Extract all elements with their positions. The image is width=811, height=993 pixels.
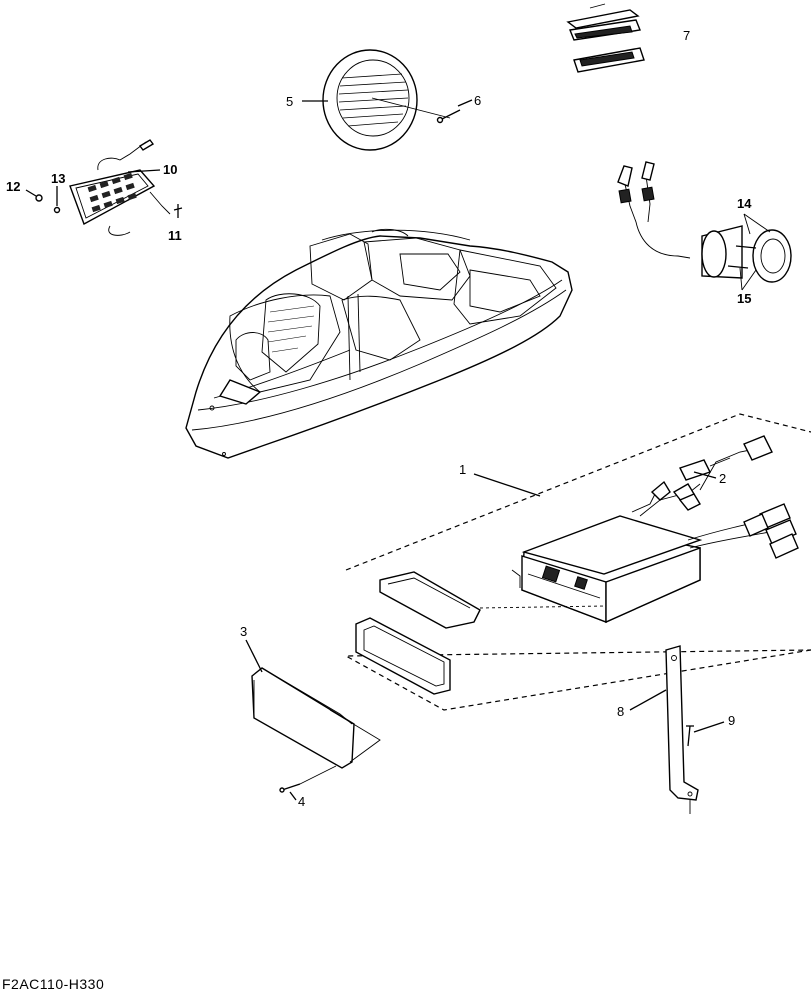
- part-8-bracket: [665, 645, 699, 801]
- callout-15: 15: [737, 291, 751, 306]
- mounting-sleeve: [355, 617, 451, 695]
- part-13-nut: [53, 186, 61, 214]
- part-4-screw: [279, 783, 301, 793]
- part-14-gauge: [617, 161, 792, 283]
- part-11-screw: [173, 204, 183, 218]
- callout-4: 4: [298, 794, 305, 809]
- stereo-head-unit: [511, 515, 703, 624]
- callout-5: 5: [286, 94, 293, 109]
- trim-plate: [379, 571, 605, 629]
- figure-reference-code: F2AC110-H330: [2, 976, 105, 992]
- callout-3: 3: [240, 624, 247, 639]
- part-9-screw: [686, 725, 694, 747]
- callout-11: 11: [168, 228, 182, 243]
- callout-1: 1: [459, 462, 466, 477]
- part-6-screw: [436, 109, 461, 124]
- boat-illustration: [185, 228, 573, 459]
- part-10-control-panel: [69, 139, 171, 236]
- part-3-cover: [251, 667, 381, 769]
- callout-12: 12: [6, 179, 20, 194]
- callout-6: 6: [474, 93, 481, 108]
- callout-2: 2: [719, 471, 726, 486]
- callout-14: 14: [737, 196, 752, 211]
- part-7-switch-panel: [566, 3, 645, 73]
- callout-13: 13: [51, 171, 65, 186]
- part-12-washer: [35, 194, 43, 202]
- callout-7: 7: [683, 28, 690, 43]
- callout-10: 10: [163, 162, 177, 177]
- part-5-speaker: [322, 49, 418, 151]
- callout-9: 9: [728, 713, 735, 728]
- kit-outline: [343, 413, 811, 711]
- wiring-harness: [631, 435, 799, 559]
- callout-8: 8: [617, 704, 624, 719]
